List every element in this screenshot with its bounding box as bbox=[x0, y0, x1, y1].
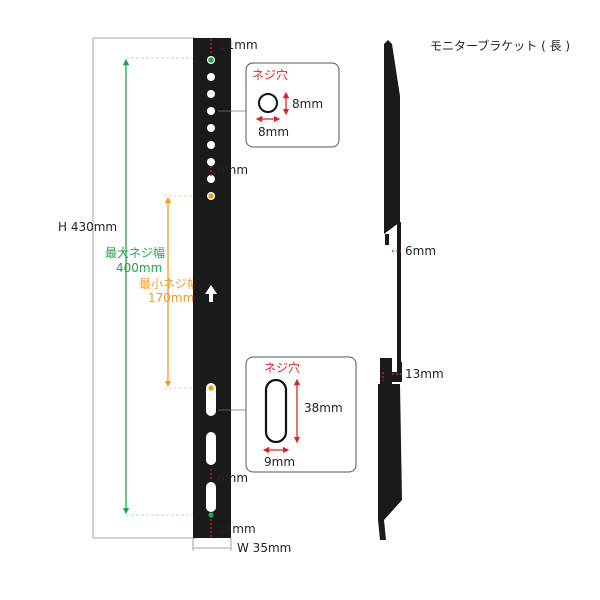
round-hole-column bbox=[207, 73, 215, 200]
round-hole-callout: ネジ穴 8mm 8mm bbox=[218, 62, 340, 148]
upper-hole-offset-label: 6mm bbox=[217, 163, 248, 177]
height-label: H 430mm bbox=[58, 220, 117, 234]
max-screw-pitch-label: 最大ネジ幅 bbox=[105, 245, 165, 260]
top-min-dot bbox=[208, 193, 214, 199]
bottom-min-dot-overlay bbox=[208, 385, 214, 391]
round-hole-height: 8mm bbox=[292, 97, 323, 111]
width-label: W 35mm bbox=[237, 541, 291, 555]
slot-hole bbox=[206, 383, 216, 416]
bottom-margin-label: 11mm bbox=[217, 522, 256, 536]
min-screw-pitch-label: 最小ネジ幅 bbox=[139, 276, 199, 291]
overall-height-dimension: H 430mm bbox=[58, 37, 196, 539]
lower-hole-offset-label: 6mm bbox=[217, 471, 248, 485]
bracket-side-view bbox=[378, 40, 402, 540]
top-margin-label: 11mm bbox=[219, 38, 258, 52]
round-hole bbox=[207, 107, 215, 115]
slot-hole-callout: ネジ穴 38mm 9mm bbox=[218, 356, 357, 473]
slot-hole-detail bbox=[264, 378, 288, 444]
round-hole bbox=[207, 158, 215, 166]
round-hole-width: 8mm bbox=[258, 125, 289, 139]
slot-hole-title: ネジ穴 bbox=[264, 360, 300, 375]
bracket-front-view bbox=[193, 38, 231, 538]
up-arrow-icon bbox=[205, 285, 217, 302]
slot-hole bbox=[206, 432, 216, 465]
bottom-max-dot bbox=[208, 512, 214, 518]
width-dimension: W 35mm bbox=[192, 538, 291, 555]
round-hole bbox=[207, 90, 215, 98]
min-screw-pitch-dimension: 最小ネジ幅 170mm bbox=[139, 195, 212, 389]
slot-hole bbox=[206, 482, 216, 512]
round-hole bbox=[207, 141, 215, 149]
round-hole bbox=[207, 175, 215, 183]
round-hole-detail bbox=[258, 93, 278, 113]
min-screw-pitch-value: 170mm bbox=[148, 291, 194, 305]
side-view-title: モニターブラケット ( 長 ) bbox=[430, 38, 570, 53]
slot-hole-column bbox=[206, 383, 216, 518]
slot-hole-height: 38mm bbox=[304, 401, 343, 415]
round-hole bbox=[207, 124, 215, 132]
slot-hole-width: 9mm bbox=[264, 455, 295, 469]
side-hook-label: 13mm bbox=[405, 367, 444, 381]
round-hole-title: ネジ穴 bbox=[252, 67, 288, 82]
side-gap-label: 6mm bbox=[405, 244, 436, 258]
top-max-dot bbox=[208, 57, 214, 63]
max-screw-pitch-value: 400mm bbox=[116, 261, 162, 275]
round-hole bbox=[207, 73, 215, 81]
